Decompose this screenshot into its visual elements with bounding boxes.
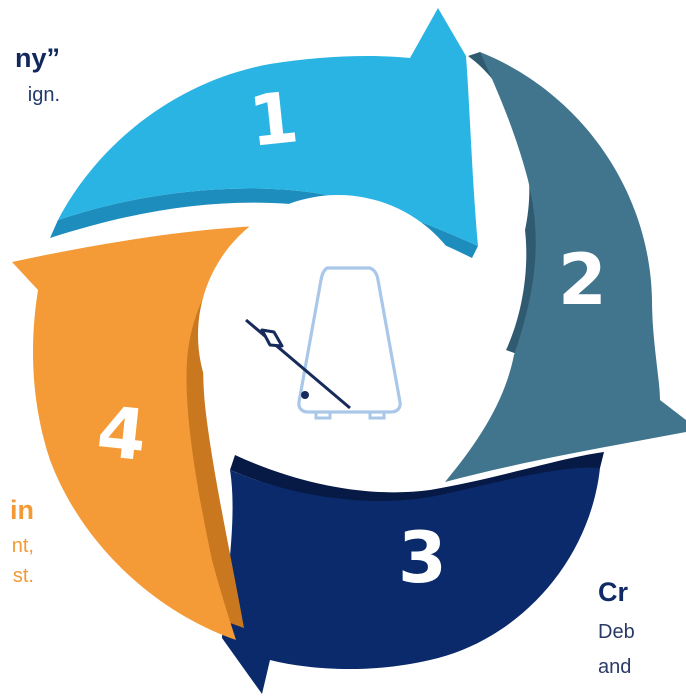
- step-1-text: ny” ign.: [0, 42, 60, 108]
- step-2-number: 2: [558, 239, 607, 321]
- segment-1-arrow: [58, 8, 478, 246]
- segment-4-arrow: [12, 226, 258, 640]
- step-1-title: ny”: [14, 43, 60, 73]
- step-1-number: 1: [245, 76, 302, 163]
- step-4-number: 4: [93, 390, 150, 477]
- metronome-weight: [260, 328, 284, 348]
- segment-4-shadow: [177, 260, 244, 628]
- step-4-text: in nt, st.: [0, 494, 34, 588]
- metronome-body: [297, 266, 402, 414]
- segment-2-arrow: [445, 52, 686, 482]
- step-4-body-line-1: nt,: [11, 534, 34, 557]
- segment-3-shadow: [230, 452, 604, 506]
- metronome-icon: [245, 266, 402, 420]
- metronome-pivot: [301, 391, 309, 399]
- step-3-number: 3: [398, 517, 447, 599]
- center-circle: [198, 195, 478, 475]
- segment-3-arrow: [222, 467, 600, 694]
- segment-2: [445, 52, 686, 482]
- step-3-body-line-1: Deb: [598, 620, 635, 643]
- step-3-text: Cr Deb and: [598, 576, 635, 680]
- step-3-title: Cr: [598, 577, 629, 607]
- segment-4: [12, 226, 258, 640]
- step-4-title: in: [10, 495, 34, 525]
- step-4-body-line-2: st.: [12, 564, 34, 587]
- step-1-body: ign.: [27, 83, 60, 106]
- metronome-feet: [314, 412, 386, 420]
- segment-3: [222, 452, 604, 694]
- step-3-body-line-2: and: [598, 655, 632, 678]
